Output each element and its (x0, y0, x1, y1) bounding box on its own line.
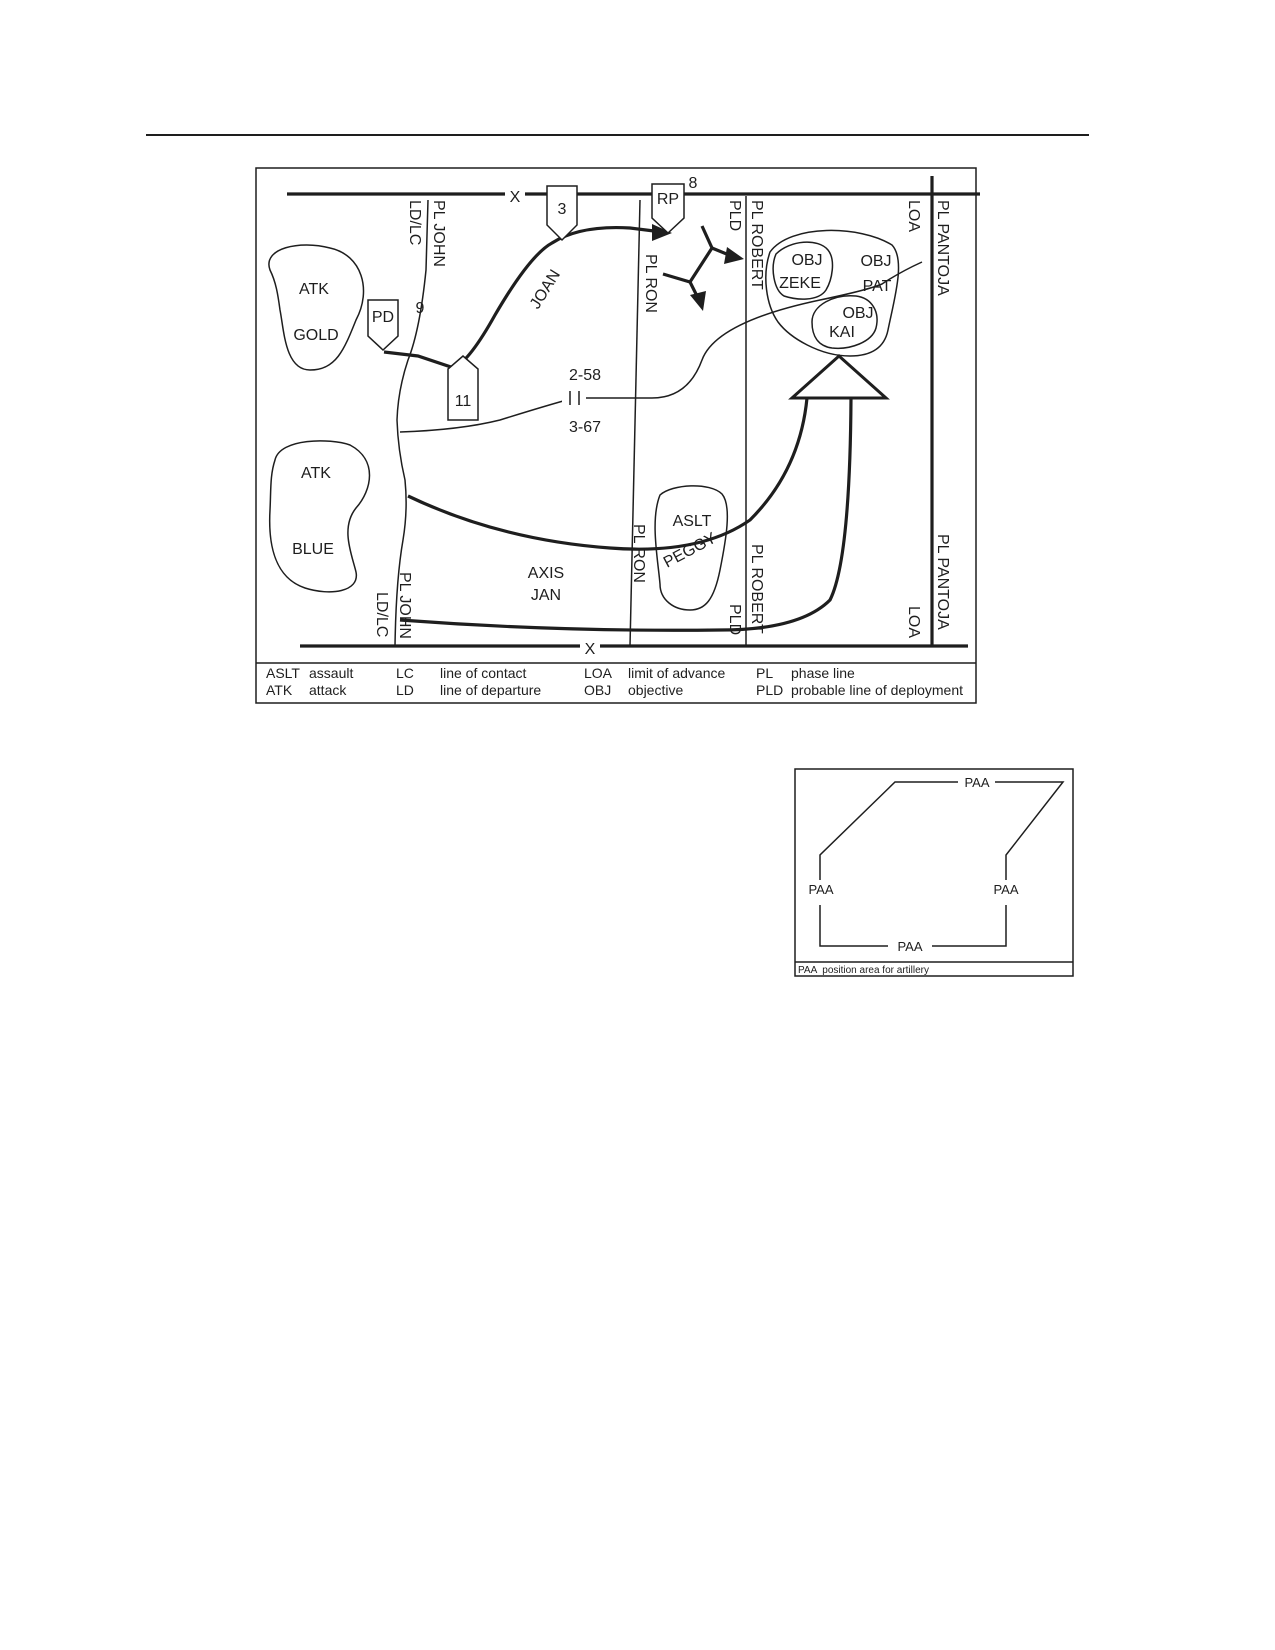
pl-john-line (394, 199, 429, 647)
paa-right-label: PAA (993, 882, 1018, 897)
atk-gold-label-1: ATK (299, 281, 329, 298)
pl-john-bottom-label: PL JOHN (396, 572, 413, 639)
obj-zeke-label-2: ZEKE (779, 275, 821, 292)
release-arrowhead-right (724, 247, 744, 264)
pl-ron-line (629, 199, 641, 647)
pl-pantoja-top-label: PL PANTOJA (934, 200, 951, 296)
route-joan-label: JOAN (527, 267, 564, 312)
unit-boundary-gap (562, 388, 586, 408)
atk-gold-area (268, 244, 365, 371)
legend-meaning: line of departure (440, 682, 541, 698)
checkpoint-3-label: 3 (558, 201, 567, 218)
aslt-peggy-area (654, 485, 729, 611)
axis-jan-upper-line (407, 397, 809, 551)
checkpoint-3-marker (546, 185, 578, 242)
release-arrowhead-down (690, 291, 706, 311)
atk-blue-label-2: BLUE (292, 541, 334, 558)
atk-blue-label-1: ATK (301, 465, 331, 482)
paa-outline-top-right (995, 781, 1065, 880)
pl-ron-top-label: PL RON (642, 254, 659, 313)
legend-abbr: OBJ (584, 682, 611, 698)
obj-pat-area (765, 229, 900, 357)
obj-pat-label-1: OBJ (860, 253, 891, 270)
header-rule (146, 134, 1089, 136)
paa-bottom-label: PAA (897, 939, 922, 954)
legend-abbr: LC (396, 665, 414, 681)
obj-pat-label-2: PAT (863, 278, 892, 295)
aslt-label: ASLT (673, 513, 712, 530)
ldlc-top-label: LD/LC (406, 200, 423, 245)
legend-abbr: LD (396, 682, 414, 698)
paa-outline-bottom-left (819, 905, 888, 947)
legend-meaning: objective (628, 682, 683, 698)
route-joan-line (383, 226, 655, 370)
paa-outline-bottom-right (932, 905, 1007, 947)
legend-abbr: LOA (584, 665, 613, 681)
legend-abbr: PLD (756, 682, 783, 698)
checkpoint-11-marker (447, 355, 479, 421)
legend-meaning: line of contact (440, 665, 526, 681)
pd-marker (367, 299, 399, 352)
axis-jan-label-1: AXIS (528, 565, 564, 582)
paa-outline-top-left (819, 781, 958, 880)
obj-kai-label-2: KAI (829, 324, 855, 341)
rp-marker (651, 183, 685, 235)
obj-kai-area (811, 295, 878, 350)
release-branch-1 (662, 225, 714, 284)
unit-boundary-lower: 3-67 (569, 419, 601, 436)
unit-boundary-upper: 2-58 (569, 367, 601, 384)
rp-number: 8 (689, 175, 698, 192)
legend-meaning: probable line of deployment (791, 682, 963, 698)
rp-label: RP (657, 191, 679, 208)
axis-jan-lower-line (399, 397, 853, 632)
boundary-bottom-symbol: X (585, 641, 596, 658)
pld-top-label: PLD (726, 200, 743, 231)
ldlc-bottom-label: LD/LC (373, 592, 390, 637)
peggy-label: PEGGY (661, 530, 720, 572)
pl-pantoja-bottom-label: PL PANTOJA (934, 534, 951, 630)
obj-zeke-area (772, 241, 834, 300)
pl-ron-bottom-label: PL RON (630, 524, 647, 583)
atk-gold-label-2: GOLD (293, 327, 338, 344)
legend-meaning: limit of advance (628, 665, 725, 681)
overlay-legend: ASLT assault ATK attack LC line of conta… (266, 665, 963, 698)
obj-zeke-label-1: OBJ (791, 252, 822, 269)
atk-blue-area (268, 440, 371, 593)
axis-jan-label-2: JAN (531, 587, 561, 604)
legend-abbr: ATK (266, 682, 293, 698)
legend-meaning: attack (309, 682, 347, 698)
legend-meaning: assault (309, 665, 353, 681)
axis-jan-arrowhead (788, 353, 890, 400)
pl-robert-top-label: PL ROBERT (748, 200, 765, 290)
route-joan-arrowhead (652, 224, 672, 241)
pl-robert-bottom-label: PL ROBERT (748, 544, 765, 634)
pd-label: PD (372, 309, 394, 326)
unit-boundary-line (399, 261, 923, 433)
boundary-top-symbol: X (510, 189, 521, 206)
loa-top-label: LOA (905, 200, 922, 232)
paa-top-label: PAA (964, 775, 989, 790)
pd-number: 9 (416, 300, 425, 317)
legend-meaning: phase line (791, 665, 855, 681)
paa-left-label: PAA (808, 882, 833, 897)
pl-john-top-label: PL JOHN (430, 200, 447, 267)
checkpoint-11-label: 11 (455, 393, 472, 410)
overlay-frame (255, 167, 977, 704)
pld-bottom-label: PLD (726, 604, 743, 635)
obj-kai-label-1: OBJ (842, 305, 873, 322)
loa-bottom-label: LOA (905, 606, 922, 638)
paa-frame (794, 768, 1074, 977)
paa-legend-text: PAA position area for artillery (798, 965, 929, 976)
legend-abbr: PL (756, 665, 773, 681)
legend-abbr: ASLT (266, 665, 300, 681)
